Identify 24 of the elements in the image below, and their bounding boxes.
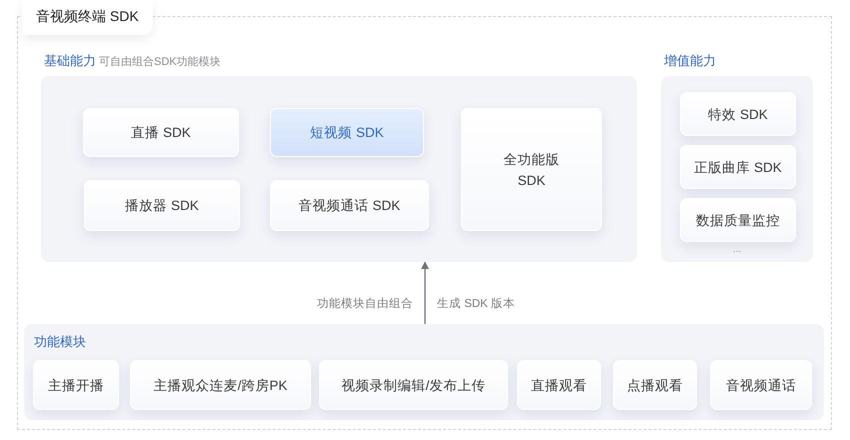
module-box: 点播观看 (613, 360, 697, 410)
section-subtitle: 可自由组合SDK功能模块 (99, 55, 221, 69)
module-box: 主播观众连麦/跨房PK (130, 360, 311, 410)
more-indicator: ... (732, 245, 742, 255)
annotation-text: 功能模块自由组合 (317, 296, 413, 311)
module-panel (24, 324, 824, 420)
sdk-box: 短视频 SDK (270, 108, 424, 157)
module-box: 主播开播 (33, 360, 119, 410)
section-heading: 基础能力 (44, 52, 96, 70)
sdk-box: 特效 SDK (680, 92, 796, 136)
module-box: 视频录制编辑/发布上传 (319, 360, 508, 410)
annotation-text: 生成 SDK 版本 (437, 296, 516, 311)
title-tab: 音视频终端 SDK (22, 0, 153, 35)
sdk-box: 音视频通话 SDK (270, 180, 429, 231)
sdk-box: 数据质量监控 (680, 198, 796, 242)
module-box: 音视频通话 (710, 360, 812, 410)
sdk-box: 正版曲库 SDK (680, 145, 796, 189)
sdk-box: 全功能版 SDK (461, 108, 602, 231)
section-heading: 增值能力 (664, 52, 716, 70)
module-box: 直播观看 (517, 360, 601, 410)
section-heading: 功能模块 (34, 333, 86, 351)
arrow (421, 261, 429, 324)
sdk-box: 直播 SDK (83, 108, 239, 157)
sdk-box: 播放器 SDK (84, 180, 240, 231)
